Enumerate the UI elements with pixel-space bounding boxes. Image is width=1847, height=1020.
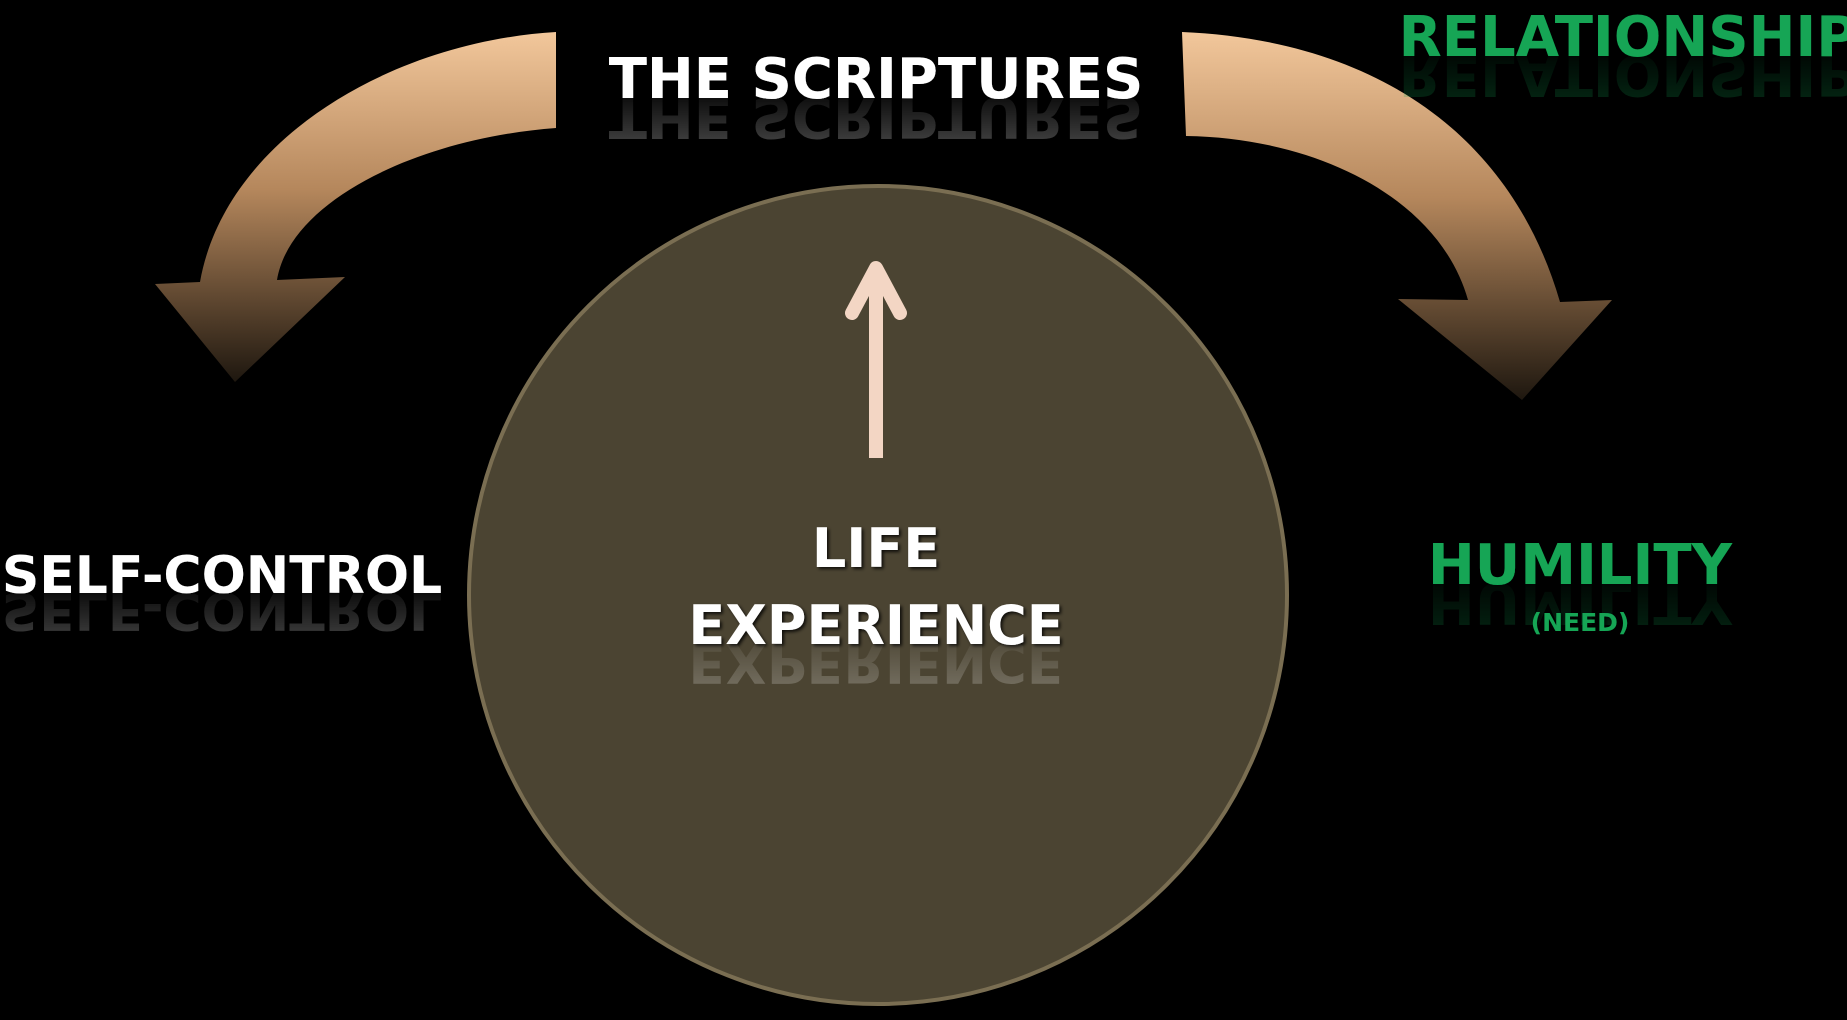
label-the-scriptures: THE SCRIPTURES [609,47,1144,112]
label-humility: HUMILITY [1428,533,1734,598]
label-life: LIFE [812,517,940,580]
label-experience-reflection: EXPERIENCE [688,631,1063,694]
label-self-control-reflection: SELF-CONTROL [2,580,442,640]
label-experience: EXPERIENCE [688,594,1063,657]
label-the-scriptures-reflection: THE SCRIPTURES [609,84,1144,149]
label-relationship-reflection: RELATIONSHIP [1399,42,1847,107]
curved-arrow-down-right-icon [1182,32,1612,400]
label-relationship: RELATIONSHIP [1399,5,1847,70]
curved-arrow-down-left-icon [155,32,556,382]
label-humility-reflection: HUMILITY [1428,570,1734,635]
label-need: (NEED) [1531,608,1630,637]
arrow-up-icon [845,261,907,458]
label-self-control: SELF-CONTROL [2,546,442,606]
life-experience-circle [467,184,1289,1006]
